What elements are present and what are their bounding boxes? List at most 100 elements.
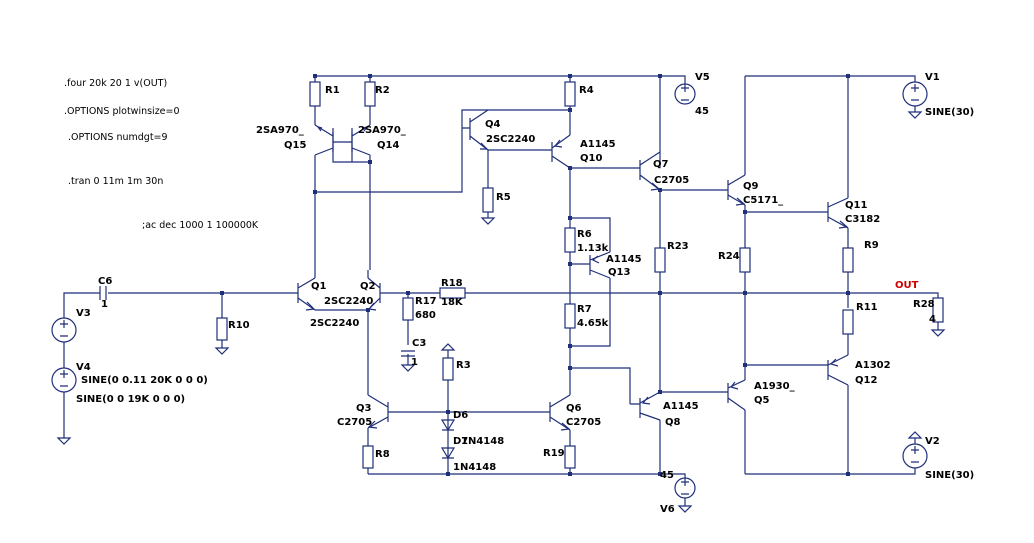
voltage-source-v2[interactable] [902,431,928,469]
transistor-q12[interactable] [827,354,849,386]
label-q12-model: A1302 [855,360,891,371]
voltage-source-v1[interactable] [902,81,928,119]
label-q4: Q4 [485,119,501,130]
label-v4: V4 [76,362,91,373]
resistor-r2[interactable] [364,81,376,107]
directive-tran[interactable]: .tran 0 11m 1m 30n [68,176,163,187]
resistor-r5[interactable] [482,187,494,213]
wire-q13-collector[interactable] [570,217,611,252]
resistors [216,81,944,469]
wire-v5-top[interactable] [660,75,686,84]
label-q10: Q10 [580,153,602,164]
label-r11: R11 [856,302,878,313]
voltage-source-v4[interactable] [51,367,77,393]
resistor-r18[interactable] [439,287,466,299]
transistor-q8[interactable] [630,391,661,421]
resistor-r7[interactable] [564,303,576,329]
transistor-q14[interactable] [351,124,371,156]
wire-q4-collector-link[interactable] [461,109,570,128]
wire-q8-base[interactable] [570,367,631,404]
resistor-r4[interactable] [564,81,576,107]
label-q4-model: 2SC2240 [486,134,535,145]
label-q11: Q11 [845,200,867,211]
resistor-r6[interactable] [564,227,576,253]
ground-v3 [56,437,72,445]
diode-d7[interactable] [440,447,456,460]
label-r23: R23 [667,241,689,252]
wire-v6-top[interactable] [660,473,686,478]
directive-numdgt[interactable]: .OPTIONS numdgt=9 [68,132,168,143]
resistor-r23[interactable] [654,247,666,273]
transistor-q9[interactable] [727,174,746,206]
ground-c3 [400,364,416,372]
resistor-r28[interactable] [932,297,944,323]
voltage-source-v6[interactable] [674,477,696,513]
junction [846,291,850,295]
junction [568,344,572,348]
directive-ac-comment[interactable]: ;ac dec 1000 1 100000K [142,220,259,231]
transistor-q5[interactable] [727,365,746,411]
transistor-q15[interactable] [314,124,352,156]
resistor-r3[interactable] [442,357,454,381]
junction [846,74,850,78]
label-q2: Q2 [360,281,376,292]
label-v1: V1 [925,72,940,83]
junction [368,160,372,164]
label-v6-value: 45 [660,470,674,481]
wire-q13-emitter[interactable] [570,278,611,347]
label-r4: R4 [579,85,594,96]
label-r2: R2 [375,85,390,96]
ground-r28 [930,329,946,337]
label-c3: C3 [412,338,426,349]
spice-directives: .four 20k 20 1 v(OUT) .OPTIONS plotwinsi… [64,78,259,231]
transistor-q4[interactable] [462,109,489,151]
directive-four[interactable]: .four 20k 20 1 v(OUT) [64,78,167,89]
capacitor-c6[interactable] [99,286,107,300]
component-labels: R1 R2 2SA970_ Q15 2SA970_ Q14 Q4 2SC2240… [76,72,974,515]
wires [63,75,939,478]
label-r9: R9 [864,240,879,251]
transistor-q7[interactable] [639,151,661,191]
wire-q4-base-link[interactable] [315,128,463,193]
label-r6: R6 [577,229,592,240]
transistor-q10[interactable] [488,134,571,169]
resistor-r19[interactable] [564,445,576,469]
grounds [56,217,946,445]
resistor-r11[interactable] [842,309,854,335]
label-r3: R3 [456,360,471,371]
voltage-sources [51,81,928,513]
wire-top-rail-right[interactable] [745,75,916,82]
resistor-r9[interactable] [842,247,854,273]
label-q11-model: C3182 [845,214,880,225]
wire-diff-emitters[interactable] [315,309,369,395]
voltage-source-v3[interactable] [51,317,77,343]
transistor-q13[interactable] [589,251,611,279]
transistor-q6[interactable] [549,394,571,431]
transistor-q1[interactable] [297,270,316,311]
resistor-r10[interactable] [216,317,228,341]
transistor-q3[interactable] [367,394,389,429]
wire-input[interactable] [63,292,298,318]
transistor-q2[interactable] [367,270,381,311]
junction [658,291,662,295]
resistor-r24[interactable] [739,247,751,273]
label-q14: Q14 [377,140,399,151]
diode-d6[interactable] [440,419,456,432]
capacitor-c3[interactable] [401,350,415,357]
label-q7-model: C2705 [654,175,689,186]
transistor-q11[interactable] [827,197,849,229]
wire-q11-base[interactable] [744,205,828,213]
resistor-r1[interactable] [309,81,321,107]
label-q13-model: A1145 [606,254,642,265]
resistor-r8[interactable] [362,445,374,469]
label-q12: Q12 [855,375,877,386]
resistor-r17[interactable] [402,297,414,321]
wire-bottom-rail-right[interactable] [745,468,916,475]
label-v6: V6 [660,504,675,515]
voltage-source-v5[interactable] [674,83,696,105]
label-q15: Q15 [284,140,306,151]
ground-r5 [480,217,496,225]
directive-plotwinsize[interactable]: .OPTIONS plotwinsize=0 [64,106,180,117]
junction [568,108,572,112]
junction [406,291,410,295]
